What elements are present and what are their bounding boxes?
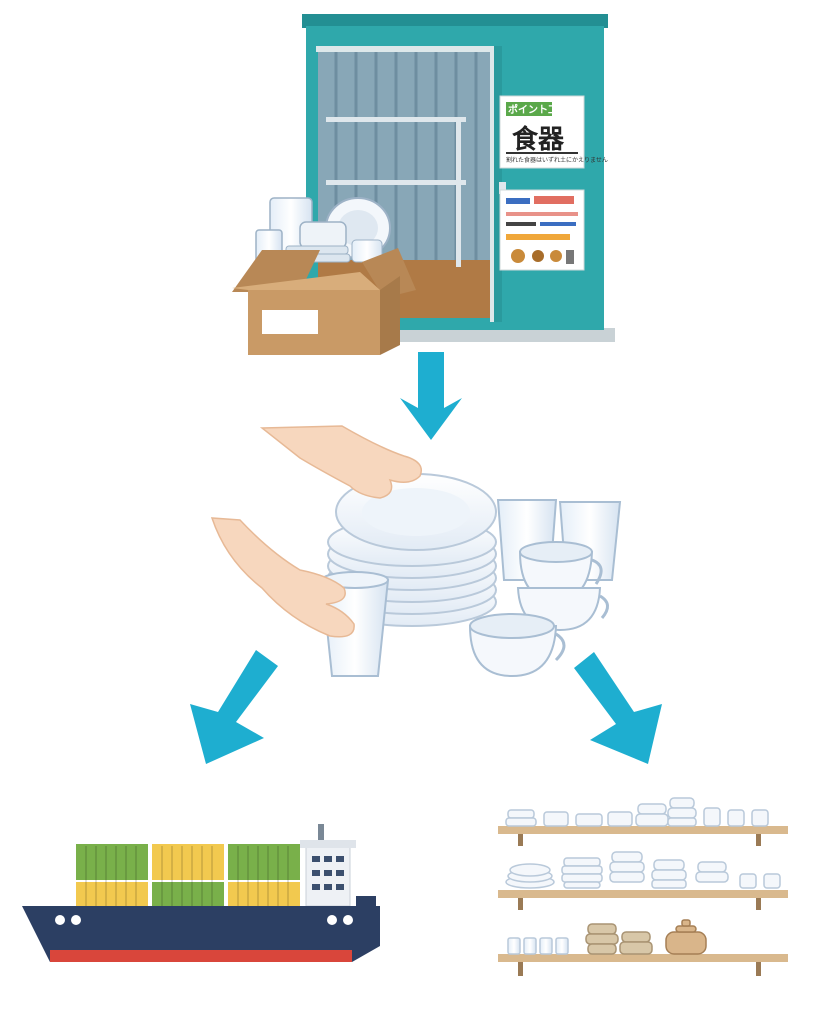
dish-shelf-icon <box>498 797 788 976</box>
hands-holding-dishes-icon <box>210 425 622 678</box>
cardboard-box-icon <box>232 197 416 355</box>
sign-badge: ポイント工房 <box>508 103 568 116</box>
cargo-ship-icon <box>22 824 380 962</box>
sign-title: 食器 <box>512 124 565 155</box>
down-right-arrow-icon <box>574 652 662 764</box>
down-arrow-icon <box>400 352 462 440</box>
down-left-arrow-icon <box>190 650 278 764</box>
sign-note: 割れた食器はいずれ土にかえりません <box>506 156 608 164</box>
